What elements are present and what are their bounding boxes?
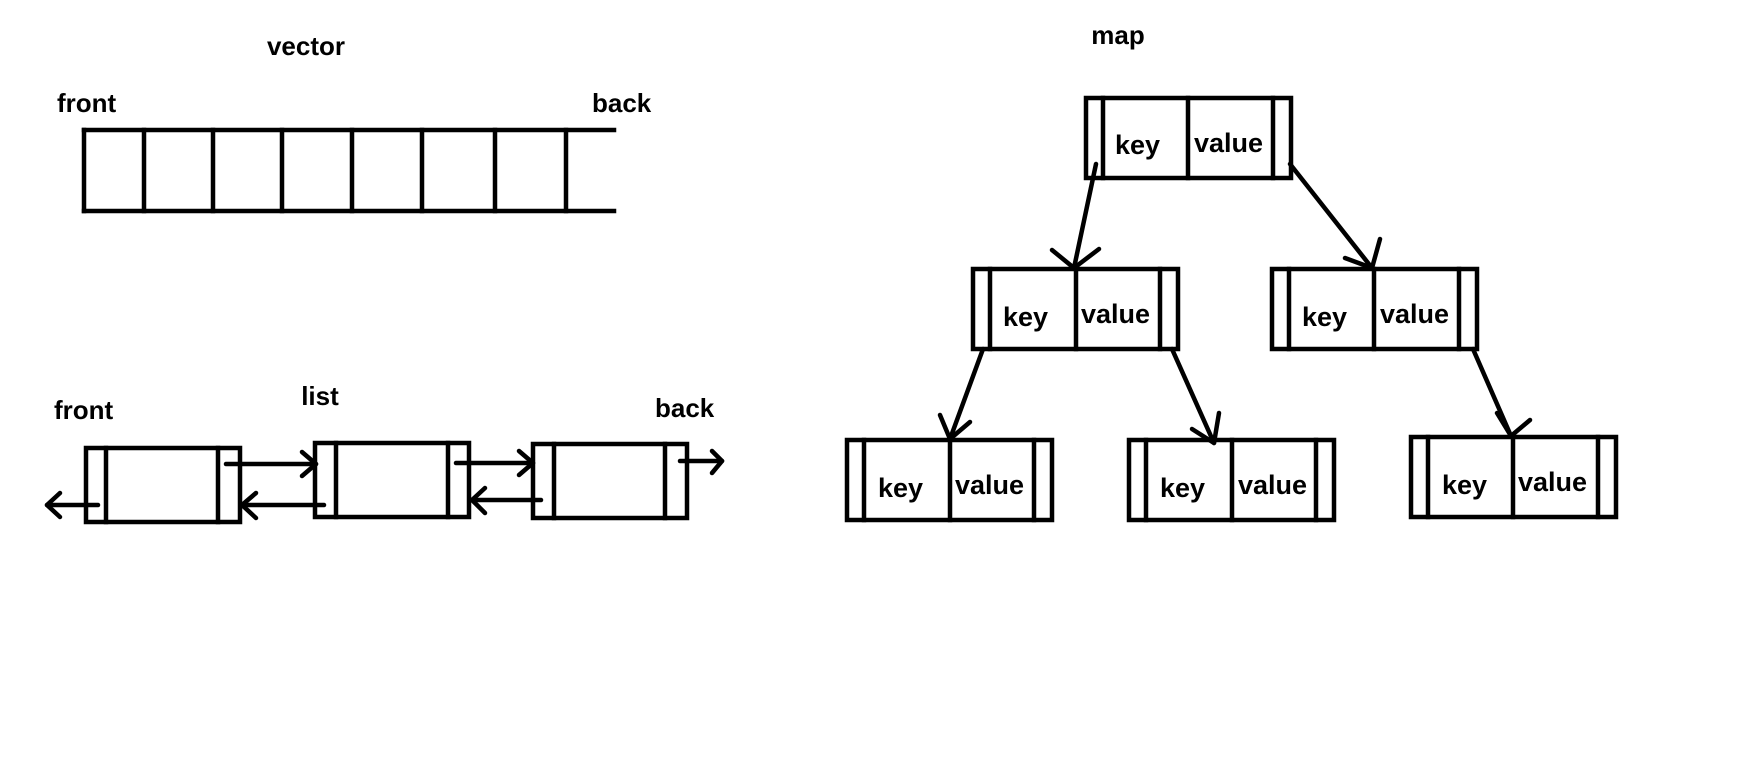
map-node-key: key	[1160, 473, 1205, 503]
map-node-value: value	[1081, 299, 1150, 329]
map-node-key: key	[1302, 302, 1347, 332]
map-node-value: value	[1194, 128, 1263, 158]
vector-back-label: back	[592, 88, 652, 118]
list-prev-arrow	[239, 490, 327, 521]
map-edge-left-left	[937, 346, 986, 442]
list-node	[530, 441, 690, 521]
list-section: front list back	[44, 381, 725, 525]
map-node-key: key	[1003, 302, 1048, 332]
list-node	[83, 445, 243, 525]
map-edge-left-right	[1169, 346, 1222, 446]
map-node-left-right: key value	[1126, 437, 1337, 523]
list-front-label: front	[54, 395, 114, 425]
vector-array	[81, 127, 617, 214]
map-node-key: key	[1442, 470, 1487, 500]
map-edge-root-right	[1287, 161, 1383, 271]
list-prev-arrow	[469, 485, 544, 516]
list-next-arrow	[453, 448, 536, 478]
list-title: list	[301, 381, 339, 411]
map-node-value: value	[1380, 299, 1449, 329]
list-next-arrow	[223, 449, 319, 479]
map-node-value: value	[1518, 467, 1587, 497]
map-node-left-left: key value	[844, 437, 1055, 523]
map-node-key: key	[878, 473, 923, 503]
vector-title: vector	[267, 31, 345, 61]
map-edge-right-right	[1470, 346, 1533, 439]
map-node-right: key value	[1269, 266, 1480, 352]
map-node-root: key value	[1083, 95, 1294, 181]
list-node	[312, 440, 472, 520]
map-node-value: value	[955, 470, 1024, 500]
map-edge-root-left	[1049, 161, 1102, 271]
vector-section: vector front back	[57, 31, 652, 214]
list-back-label: back	[655, 393, 715, 423]
map-node-key: key	[1115, 130, 1160, 160]
map-node-value: value	[1238, 470, 1307, 500]
map-section: map key value key value key value	[844, 20, 1619, 523]
map-title: map	[1091, 20, 1144, 50]
list-next-null-arrow	[677, 448, 725, 476]
vector-front-label: front	[57, 88, 117, 118]
list-prev-null-arrow	[44, 490, 101, 520]
map-node-left: key value	[970, 266, 1181, 352]
map-node-right-right: key value	[1408, 434, 1619, 520]
